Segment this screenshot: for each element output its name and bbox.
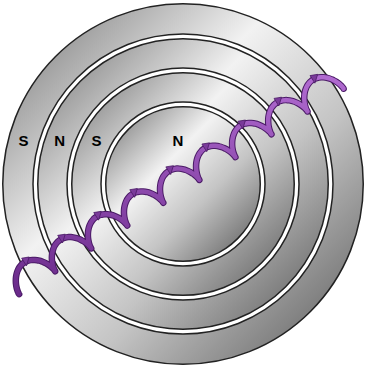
magnet-ring: NSNS: [2, 3, 364, 365]
pole-label: N: [54, 133, 65, 148]
ring-outline: [105, 106, 261, 262]
magnet-ring: NS: [71, 72, 295, 296]
magnet-core: N: [105, 106, 261, 262]
pole-label: S: [18, 133, 28, 148]
pole-label: S: [92, 133, 102, 148]
pole-label: N: [173, 133, 184, 148]
magnet-ring: NSN: [37, 38, 329, 330]
